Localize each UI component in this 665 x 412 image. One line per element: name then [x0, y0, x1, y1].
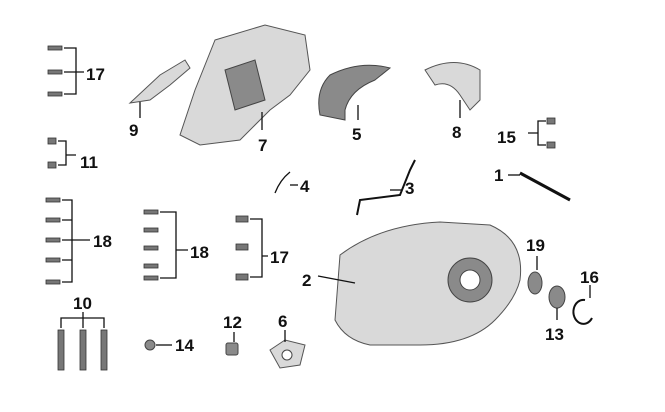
part-5-plate: [318, 64, 392, 121]
callout-17: 17: [86, 65, 105, 84]
callout-6: 6: [278, 312, 287, 331]
callout-5: 5: [352, 125, 361, 144]
callout-18: 18: [190, 243, 209, 262]
callout-8: 8: [452, 123, 461, 142]
part-15-screws: [528, 117, 556, 149]
part-12-nut: [225, 342, 239, 356]
part-18-bolts-middle: [143, 209, 188, 281]
part-17-bolts-middle: [235, 215, 268, 281]
part-14-plug: [144, 339, 156, 351]
part-13-bearing: [548, 285, 566, 309]
callout-3: 3: [405, 179, 414, 198]
part-3-pipe: [356, 159, 416, 216]
callout-19: 19: [526, 236, 545, 255]
callout-4: 4: [300, 177, 310, 196]
callout-10: 10: [73, 294, 92, 313]
part-16-circlip: [572, 298, 593, 325]
callout-9: 9: [129, 121, 138, 140]
part-10-studs: [57, 312, 108, 371]
callout-13: 13: [545, 325, 564, 344]
callout-2: 2: [302, 271, 311, 290]
part-19-seal: [527, 271, 543, 295]
callout-7: 7: [258, 136, 267, 155]
callout-12: 12: [223, 313, 242, 332]
callout-17: 17: [270, 248, 289, 267]
part-17-bolts: [47, 45, 84, 97]
part-18-bolts-left: [45, 197, 90, 285]
part-4-hose: [274, 171, 291, 194]
callout-16: 16: [580, 268, 599, 287]
part-1-shaft: [519, 171, 571, 202]
part-8-shield: [424, 62, 481, 111]
callout-15: 15: [497, 128, 516, 147]
part-2-crankcase-cover: [334, 221, 522, 346]
callout-18: 18: [93, 232, 112, 251]
callout-1: 1: [494, 166, 503, 185]
callout-11: 11: [80, 153, 98, 172]
callout-14: 14: [175, 336, 194, 355]
part-11-screws: [47, 137, 76, 169]
part-9-bracket: [128, 59, 191, 104]
